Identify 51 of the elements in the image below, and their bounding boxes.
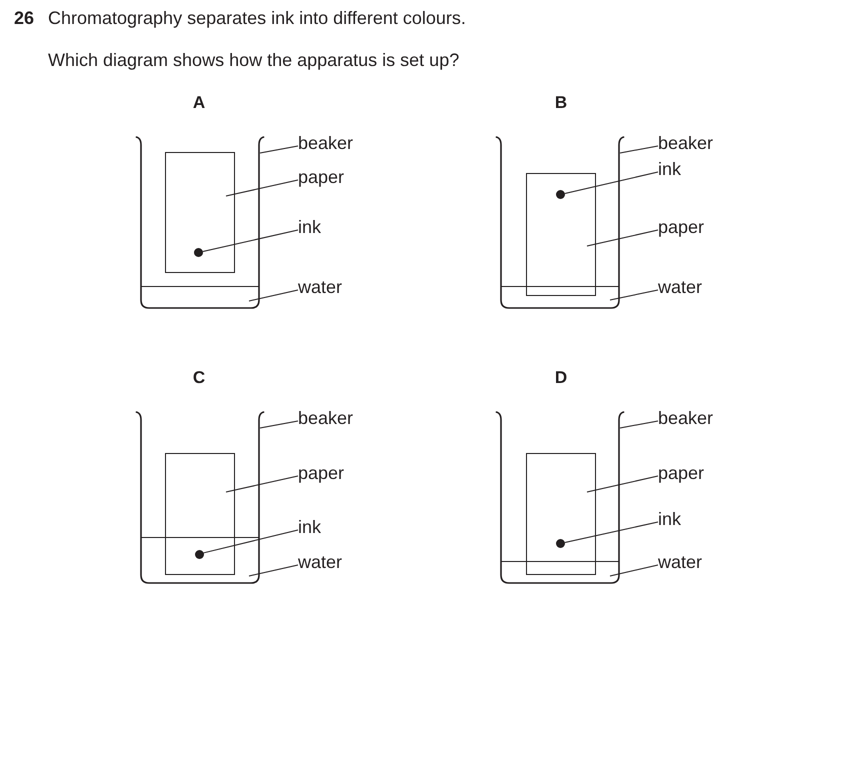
leader-line — [620, 146, 658, 154]
leader-line — [564, 172, 658, 194]
part-label: beaker — [658, 132, 714, 154]
leader-line — [202, 530, 298, 554]
leader-line — [610, 564, 658, 576]
part-label: beaker — [658, 408, 714, 428]
part-label: water — [658, 276, 702, 298]
leader-line — [586, 476, 658, 492]
leader-line — [260, 420, 298, 428]
part-label: ink — [298, 216, 322, 238]
ink-dot — [556, 539, 565, 548]
part-label: ink — [658, 158, 682, 180]
ink-dot — [194, 248, 203, 257]
paper-strip — [526, 453, 596, 575]
leader-line — [610, 290, 658, 300]
leader-line — [260, 146, 298, 154]
leader-line — [620, 420, 658, 428]
option-letter: A — [192, 92, 206, 113]
beaker-drawing — [495, 411, 625, 585]
part-label: paper — [658, 462, 704, 484]
leader-line — [564, 522, 658, 544]
paper-strip — [526, 173, 596, 296]
beaker-drawing — [135, 411, 265, 585]
option-letter: C — [192, 367, 206, 388]
part-label: beaker — [298, 408, 354, 428]
beaker-drawing — [495, 136, 625, 310]
part-label: paper — [298, 166, 344, 188]
leader-line — [226, 476, 298, 492]
leader-line — [248, 564, 298, 576]
part-label: water — [298, 552, 342, 572]
question-text: Which diagram shows how the apparatus is set up? — [48, 50, 460, 71]
question-number: 26 — [14, 8, 34, 29]
leader-line — [248, 290, 298, 302]
part-label: beaker — [298, 132, 354, 154]
part-label: water — [298, 276, 342, 298]
part-label: water — [658, 552, 702, 572]
leader-line — [226, 180, 298, 196]
beaker-drawing — [135, 136, 265, 310]
leader-line — [586, 230, 658, 246]
part-label: paper — [298, 462, 344, 484]
paper-strip — [165, 152, 235, 273]
leader-line — [202, 230, 298, 252]
option-letter: D — [554, 367, 568, 388]
option-letter: B — [554, 92, 568, 113]
part-label: ink — [658, 508, 682, 530]
part-label: ink — [298, 516, 322, 538]
question-text: Chromatography separates ink into different colours. — [48, 8, 466, 29]
part-label: paper — [658, 216, 704, 238]
ink-dot — [556, 190, 565, 199]
ink-dot — [194, 550, 204, 558]
paper-strip — [165, 453, 235, 575]
